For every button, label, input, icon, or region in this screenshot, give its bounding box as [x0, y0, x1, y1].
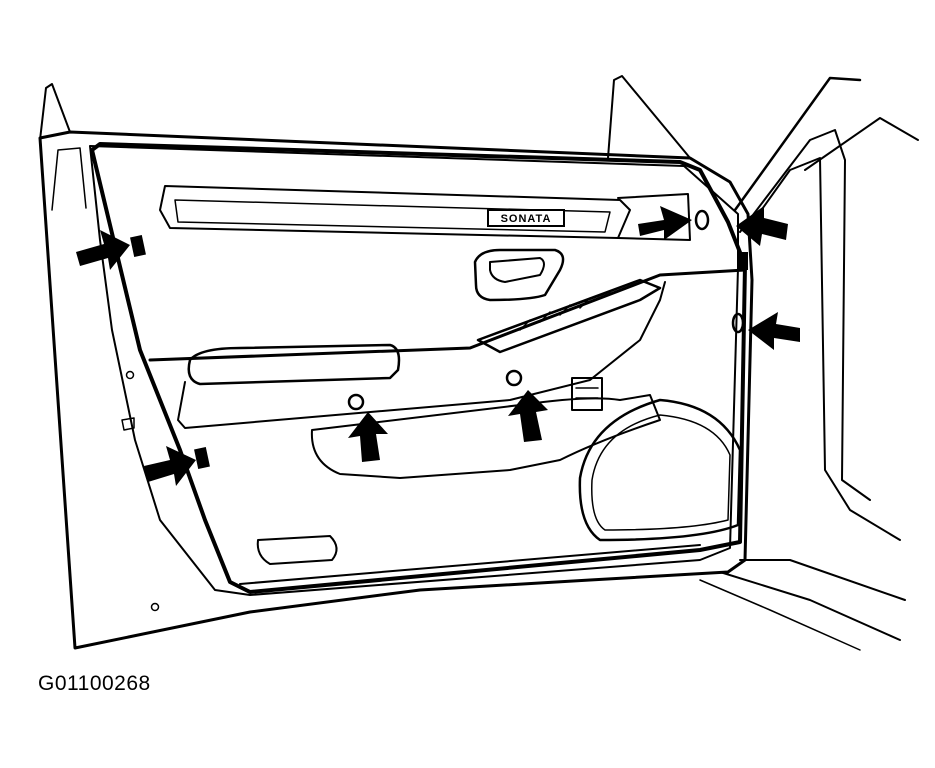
screw-hole-handle [505, 369, 523, 387]
upper-trim-right-box [617, 193, 691, 241]
door-frame-inner [89, 145, 739, 596]
window-channel-left-inner [51, 147, 87, 211]
figure-id-label: G01100268 [38, 672, 151, 695]
courtesy-lamp [256, 535, 338, 565]
arrow-corner-clip [736, 206, 788, 246]
arrow-pull-handle-screw [508, 390, 548, 442]
clip-tab-corner [738, 252, 748, 270]
arrow-right-edge-clip [748, 312, 800, 350]
pillar-right-3 [759, 157, 901, 541]
frame-slot [121, 417, 135, 431]
speaker-grille-inner [591, 414, 731, 531]
sill-line-1 [739, 559, 906, 601]
speaker-grille-outer [578, 398, 742, 542]
window-channel-right [607, 75, 691, 159]
clip-tab-upper-left [130, 234, 146, 258]
switch-bezel [476, 278, 662, 354]
pillar-right-1 [733, 76, 862, 212]
arrow-upper-left-clip [76, 230, 130, 270]
window-channel-left [39, 83, 71, 141]
panel-divider [148, 268, 747, 362]
pillar-right-4 [804, 117, 919, 171]
sill-line-3 [699, 579, 861, 651]
upper-trim-strip-inner [174, 199, 611, 233]
frame-hole-1 [125, 370, 135, 380]
clip-tab-lower-left [194, 446, 210, 470]
arrow-upper-right-screw [638, 206, 692, 240]
arrow-armrest-screw [348, 412, 388, 462]
sill-line-2 [719, 571, 901, 641]
inner-handle-lever [489, 257, 545, 283]
inner-handle-recess [473, 248, 565, 302]
armrest [187, 343, 401, 386]
power-lock-switch [571, 377, 603, 411]
screw-hole-upper-right [694, 209, 710, 231]
bottom-trim-line [239, 544, 701, 585]
switch-bezel-detail [499, 291, 611, 333]
armrest-base [177, 281, 666, 429]
pillar-right-2 [739, 129, 871, 501]
panel-badge: SONATA [487, 209, 565, 227]
clip-hole-right-edge [731, 312, 745, 334]
panel-badge-text: SONATA [501, 213, 552, 225]
arrow-lower-left-clip [144, 446, 196, 486]
screw-hole-armrest [347, 393, 365, 411]
frame-hole-2 [150, 602, 160, 612]
power-lock-switch-detail [575, 387, 599, 399]
